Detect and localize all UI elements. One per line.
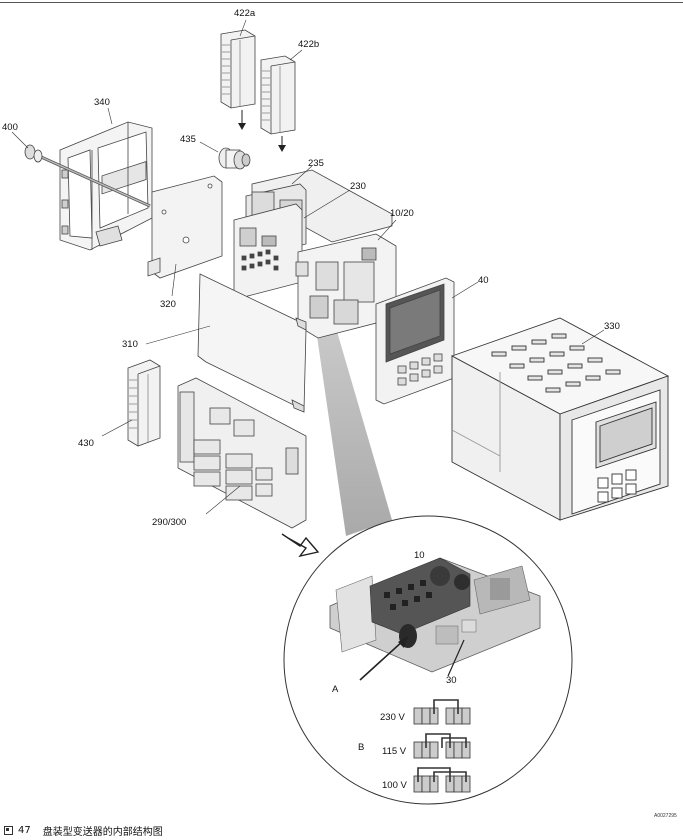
pointer-A-head xyxy=(398,636,408,648)
leader-235 xyxy=(291,165,313,185)
image-code: A0027295 xyxy=(654,813,677,819)
label-B: B xyxy=(358,742,364,753)
label-330: 330 xyxy=(604,321,620,332)
label-A: A xyxy=(332,684,339,695)
jumper-230v xyxy=(413,699,471,725)
arrowhead-422a xyxy=(238,123,246,130)
leader-310 xyxy=(145,325,211,345)
jumper-115v xyxy=(413,733,471,759)
label-voltage-115: 115 V xyxy=(382,746,407,757)
label-30: 30 xyxy=(446,675,457,686)
label-290-300: 290/300 xyxy=(152,517,186,528)
label-340: 340 xyxy=(94,97,110,108)
power-board-10-20 xyxy=(295,233,397,339)
insert-direction-arrow xyxy=(281,533,320,558)
label-310: 310 xyxy=(122,339,138,350)
label-422a: 422a xyxy=(234,8,256,19)
leader-230 xyxy=(303,189,351,219)
figure-caption: 47 盘装型变送器的内部结构图 xyxy=(4,823,163,838)
leader-290-300 xyxy=(205,485,241,515)
leader-422a xyxy=(239,19,247,37)
label-235: 235 xyxy=(308,158,324,169)
terminal-block-430 xyxy=(127,359,161,447)
leader-320 xyxy=(171,263,177,297)
label-230: 230 xyxy=(350,181,366,192)
terminal-strip-422a xyxy=(220,29,256,109)
label-320: 320 xyxy=(160,299,176,310)
leader-10-20 xyxy=(377,219,397,241)
pointer-A xyxy=(359,639,405,681)
leader-330 xyxy=(581,329,605,345)
arrowhead-422b xyxy=(278,145,286,152)
mounting-screw-400 xyxy=(24,144,151,208)
leader-430 xyxy=(101,419,133,437)
figure-number: 47 xyxy=(18,825,31,836)
figure-icon xyxy=(4,826,13,835)
housing-330 xyxy=(450,317,670,521)
leader-40 xyxy=(451,281,479,299)
relay-board-290-300 xyxy=(177,377,307,529)
cable-gland-435 xyxy=(218,147,251,170)
magnifier-beam xyxy=(310,280,392,536)
label-10-20: 10/20 xyxy=(390,208,414,219)
terminal-strip-422b xyxy=(260,55,296,135)
top-rule xyxy=(0,2,683,3)
leader-400 xyxy=(11,131,29,149)
label-40: 40 xyxy=(478,275,489,286)
figure-title: 盘装型变送器的内部结构图 xyxy=(42,827,163,838)
leader-435 xyxy=(199,141,219,153)
leader-340 xyxy=(107,107,113,125)
base-board-310 xyxy=(197,273,307,413)
leader-422b xyxy=(289,49,303,61)
label-voltage-100: 100 V xyxy=(382,780,407,791)
shield-plate-320 xyxy=(147,175,223,279)
jumper-100v xyxy=(413,767,471,793)
label-430: 430 xyxy=(78,438,94,449)
label-voltage-230: 230 V xyxy=(380,712,405,723)
leader-30 xyxy=(447,639,465,677)
label-422b: 422b xyxy=(298,39,319,50)
label-400: 400 xyxy=(2,122,18,133)
label-435: 435 xyxy=(180,134,196,145)
board-stack-235-230 xyxy=(233,169,393,299)
display-module-40 xyxy=(375,277,455,405)
label-10: 10 xyxy=(414,550,425,561)
